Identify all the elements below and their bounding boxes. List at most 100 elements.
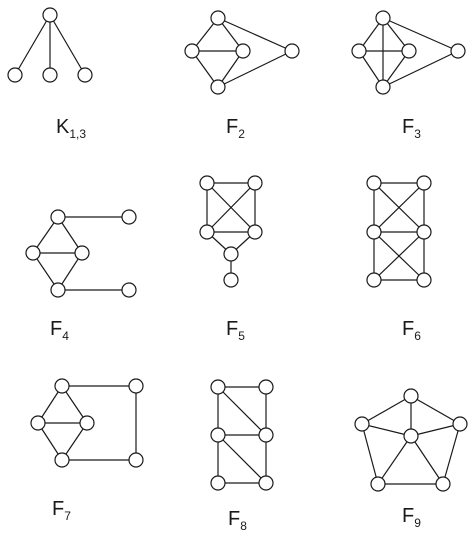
edge [49, 14, 86, 76]
vertex [42, 7, 58, 23]
graph-k13: K1,3 [7, 7, 93, 141]
graph-label-main: F [402, 116, 414, 138]
vertex [416, 272, 432, 288]
graph-label-main: F [52, 498, 64, 520]
graph-f8: F8 [210, 379, 274, 533]
vertex [210, 379, 226, 395]
graph-label-main: F [226, 318, 238, 340]
vertex [50, 282, 66, 298]
graph-label-subscript: 5 [238, 329, 245, 343]
graph-label: F4 [50, 318, 69, 343]
graph-f6: F6 [366, 175, 432, 343]
vertex [223, 272, 239, 288]
vertex [7, 67, 23, 83]
graph-label: F5 [226, 318, 245, 343]
vertex [50, 209, 66, 225]
vertex [247, 175, 263, 191]
graph-f9: F9 [354, 388, 468, 530]
graph-label: F7 [52, 498, 71, 523]
vertex [452, 416, 468, 432]
graph-label: F8 [228, 508, 247, 533]
vertex [366, 272, 382, 288]
edge [14, 14, 51, 76]
vertex [351, 43, 367, 59]
graph-f3: F3 [351, 10, 466, 141]
graph-label-main: F [402, 505, 414, 527]
graph-label-main: F [228, 508, 240, 530]
edge [382, 17, 459, 52]
graph-label: F6 [402, 318, 421, 343]
graph-f4: F4 [25, 209, 137, 343]
graph-label-subscript: 9 [414, 516, 421, 530]
vertex [284, 43, 300, 59]
edge [377, 435, 412, 485]
graph-f7: F7 [30, 378, 144, 523]
vertex [403, 428, 419, 444]
vertex [199, 224, 215, 240]
vertex [210, 79, 226, 95]
vertex [403, 388, 419, 404]
vertex [258, 379, 274, 395]
vertex [210, 427, 226, 443]
vertex [121, 282, 137, 298]
vertex [354, 416, 370, 432]
edge [217, 50, 293, 88]
edge [217, 386, 267, 436]
vertex [375, 10, 391, 26]
vertex [258, 475, 274, 491]
graph-label-main: K [56, 116, 70, 138]
edge [361, 395, 412, 425]
vertex [54, 452, 70, 468]
vertex [366, 175, 382, 191]
vertex [401, 43, 417, 59]
graph-label-subscript: 3 [414, 127, 421, 141]
vertex [450, 43, 466, 59]
vertex [258, 427, 274, 443]
vertex [199, 175, 215, 191]
graph-label: K1,3 [56, 116, 86, 141]
vertex [370, 476, 386, 492]
vertex [25, 245, 41, 261]
vertex [77, 67, 93, 83]
edge [373, 231, 425, 281]
graph-label: F3 [402, 116, 421, 141]
graph-label-subscript: 8 [240, 519, 247, 533]
edge [361, 423, 379, 485]
vertex [30, 415, 46, 431]
vertex [121, 209, 137, 225]
graph-label-main: F [226, 116, 238, 138]
vertex [435, 476, 451, 492]
vertex [54, 378, 70, 394]
vertex [375, 79, 391, 95]
vertex [223, 246, 239, 262]
vertex [184, 43, 200, 59]
vertex [416, 175, 432, 191]
vertex [210, 10, 226, 26]
graph-label-subscript: 2 [238, 127, 245, 141]
graph-f5: F5 [199, 175, 263, 343]
graph-label-main: F [402, 318, 414, 340]
edge [217, 434, 267, 484]
vertex [366, 224, 382, 240]
graph-label-subscript: 1,3 [69, 127, 86, 141]
graph-f2: F2 [184, 10, 300, 141]
edge [410, 423, 461, 437]
graph-label-subscript: 7 [64, 509, 71, 523]
edge [373, 182, 425, 233]
vertex [235, 43, 251, 59]
graph-label: F9 [402, 505, 421, 530]
vertex [210, 475, 226, 491]
edge [206, 182, 256, 233]
vertex [128, 378, 144, 394]
edge [361, 423, 412, 437]
graph-label: F2 [226, 116, 245, 141]
vertex [79, 415, 95, 431]
edge [442, 423, 461, 485]
edge [410, 435, 444, 485]
graph-label-main: F [50, 318, 62, 340]
vertex [128, 452, 144, 468]
vertex [247, 224, 263, 240]
edge [382, 50, 459, 88]
